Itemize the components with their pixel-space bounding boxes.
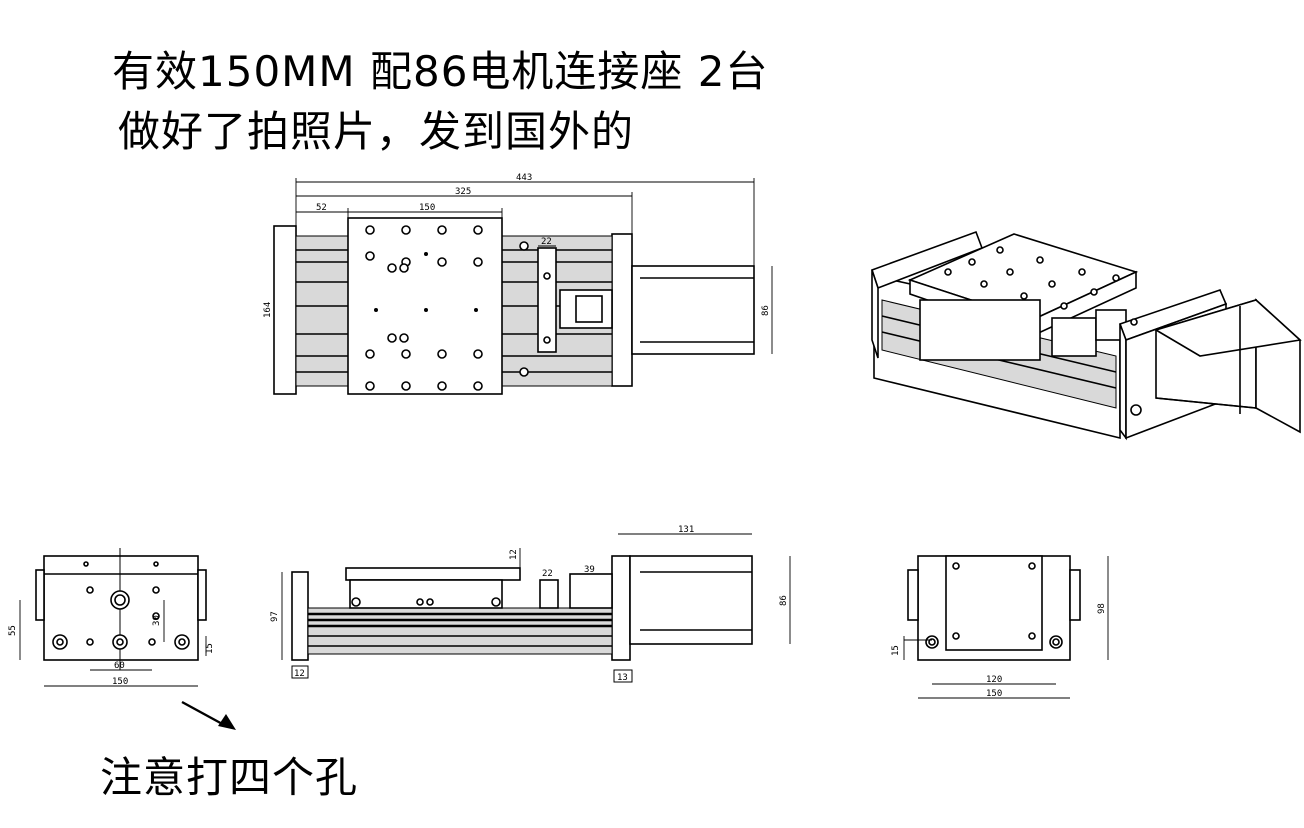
dim-body: 325 — [455, 187, 471, 197]
dim-right-spacing: 120 — [986, 675, 1002, 685]
dim-right-width: 150 — [986, 689, 1002, 699]
dim-side-motor-mount: 39 — [584, 565, 595, 575]
dim-side-motor-len: 131 — [678, 525, 694, 535]
dim-left-height: 55 — [8, 625, 18, 636]
dim-left-edge: 15 — [205, 643, 215, 654]
note-effective-travel: 有效150MM 配86电机连接座 2台 — [112, 47, 769, 96]
dim-left-offset: 30 — [152, 615, 162, 626]
note-four-holes: 注意打四个孔 — [100, 753, 359, 802]
dim-left-width: 150 — [112, 677, 128, 687]
dim-right-edge: 15 — [891, 645, 901, 656]
isometric-view — [870, 230, 1302, 441]
note-photo-request: 做好了拍照片，发到国外的 — [118, 107, 635, 156]
left-end-view: 55 30 60 150 15 — [8, 548, 236, 730]
dim-side-height: 97 — [270, 611, 280, 622]
table-holes — [365, 225, 551, 391]
dim-side-end-left: 12 — [294, 669, 305, 679]
dim-end: 52 — [316, 203, 327, 213]
iso-table-holes — [944, 246, 1120, 310]
dim-side-motor: 86 — [779, 595, 789, 606]
dim-side-coupler: 22 — [542, 569, 553, 579]
dim-side-end-right: 13 — [617, 673, 628, 683]
dim-width: 164 — [263, 302, 273, 318]
dim-coupler: 22 — [541, 237, 552, 247]
dim-table: 150 — [419, 203, 435, 213]
dim-side-plate: 12 — [509, 549, 519, 560]
dim-left-spacing: 60 — [114, 661, 125, 671]
side-view: 131 12 22 39 97 86 12 13 — [270, 525, 791, 683]
dim-motor: 86 — [761, 305, 771, 316]
dim-overall: 443 — [516, 173, 532, 183]
dim-right-height: 98 — [1097, 603, 1107, 614]
right-end-view: 15 120 150 98 — [891, 555, 1109, 699]
top-view: 443 325 52 150 164 22 — [263, 173, 773, 395]
